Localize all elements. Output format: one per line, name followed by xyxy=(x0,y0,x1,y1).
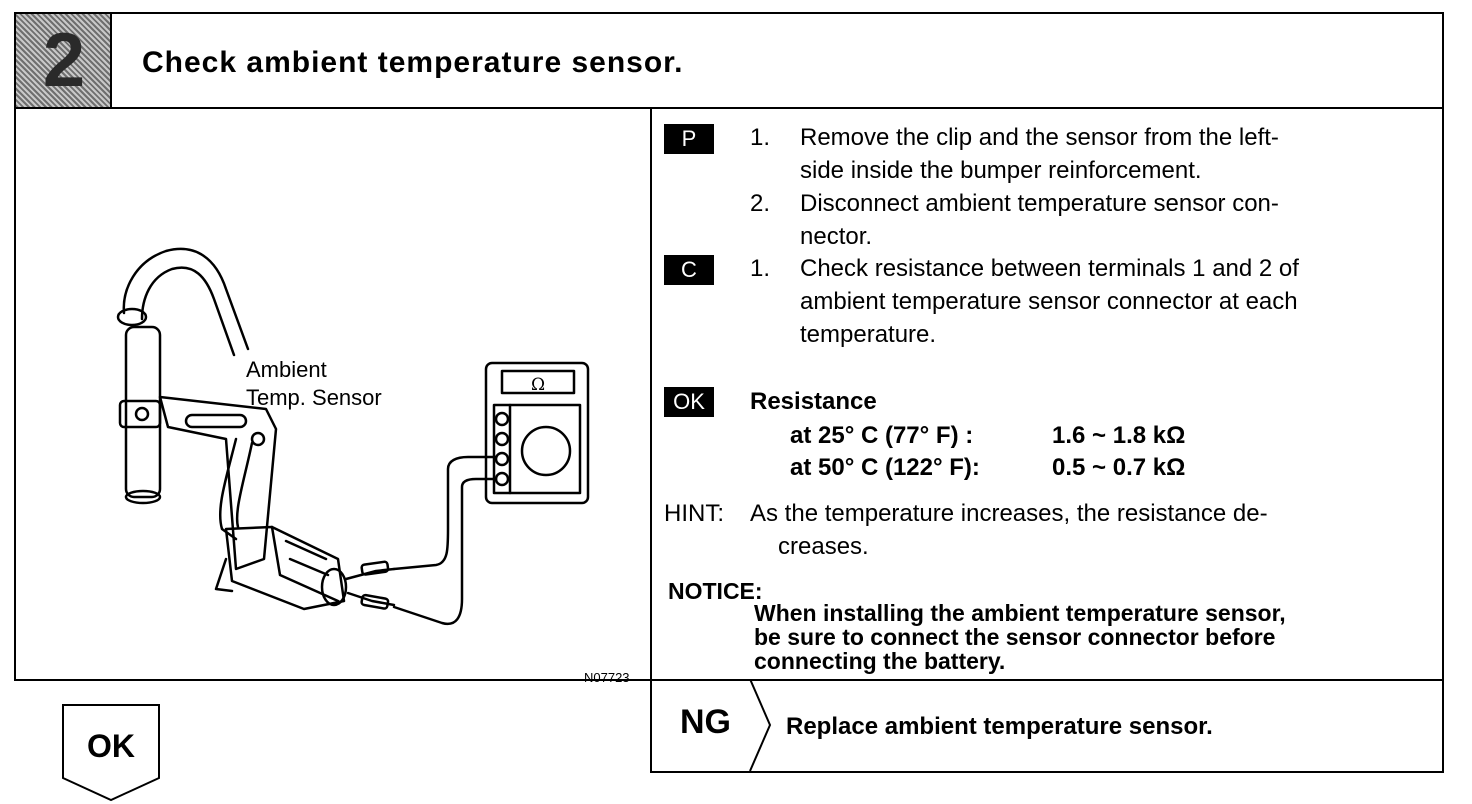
ng-action-text: Replace ambient temperature sensor. xyxy=(786,713,1213,740)
step-number-box: 2 xyxy=(16,14,112,107)
notice-line2: be sure to connect the sensor connector … xyxy=(754,624,1276,650)
notice-label: NOTICE: xyxy=(668,578,763,604)
sensor-label-line2: Temp. Sensor xyxy=(246,385,382,410)
procedure-frame: 2 Check ambient temperature sensor. xyxy=(14,12,1444,685)
ng-label: NG xyxy=(680,703,731,741)
chevron-right-icon xyxy=(749,679,772,771)
prep-badge: P xyxy=(664,124,714,154)
spec-row-2-value: 0.5 ~ 0.7 kΩ xyxy=(1052,454,1186,481)
prep-item-2-line1: Disconnect ambient temperature sensor co… xyxy=(800,190,1279,217)
notice-line3: connecting the battery. xyxy=(754,648,1006,674)
check-line3: temperature. xyxy=(800,321,937,348)
prep-item-2-line2: nector. xyxy=(800,223,873,250)
ok-badge: OK xyxy=(664,387,714,417)
instructions-pane: P 1. Remove the clip and the sensor from… xyxy=(652,109,1444,681)
check-line1: Check resistance between terminals 1 and… xyxy=(800,255,1299,282)
spec-row-1-label: at 25° C (77° F) : xyxy=(790,422,974,449)
ok-result-label: OK xyxy=(87,728,135,764)
check-line2: ambient temperature sensor connector at … xyxy=(800,288,1298,315)
check-badge: C xyxy=(664,255,714,285)
illustration-pane: Ω Ambient Temp. Sensor N07723 xyxy=(16,109,652,685)
spec-heading: Resistance xyxy=(750,388,877,415)
notice-line1: When installing the ambient temperature … xyxy=(754,600,1286,626)
hint-line2: creases. xyxy=(778,533,869,560)
sensor-ohmmeter-illustration: Ω Ambient Temp. Sensor xyxy=(116,247,590,626)
spec-row-1-value: 1.6 ~ 1.8 kΩ xyxy=(1052,422,1186,449)
figure-code: N07723 xyxy=(584,670,630,685)
step-title: Check ambient temperature sensor. xyxy=(142,46,684,79)
prep-item-2-num: 2. xyxy=(750,190,771,217)
ng-result-box: NG Replace ambient temperature sensor. xyxy=(650,679,1444,773)
prep-item-1-line1: Remove the clip and the sensor from the … xyxy=(800,124,1279,151)
prep-item-1-line2: side inside the bumper reinforcement. xyxy=(800,157,1202,184)
spec-row-2-label: at 50° C (122° F): xyxy=(790,454,980,481)
hint-line1: As the temperature increases, the resist… xyxy=(750,500,1268,527)
prep-item-1-num: 1. xyxy=(750,124,771,151)
step-header: 2 Check ambient temperature sensor. xyxy=(16,14,1442,109)
check-item-num: 1. xyxy=(750,255,771,282)
ok-pentagon-icon xyxy=(62,704,160,802)
meter-ohm-symbol: Ω xyxy=(531,375,545,395)
hint-label: HINT: xyxy=(664,500,724,527)
step-number: 2 xyxy=(42,18,86,103)
sensor-label-line1: Ambient xyxy=(246,357,327,382)
ok-result-box: OK xyxy=(62,704,160,802)
